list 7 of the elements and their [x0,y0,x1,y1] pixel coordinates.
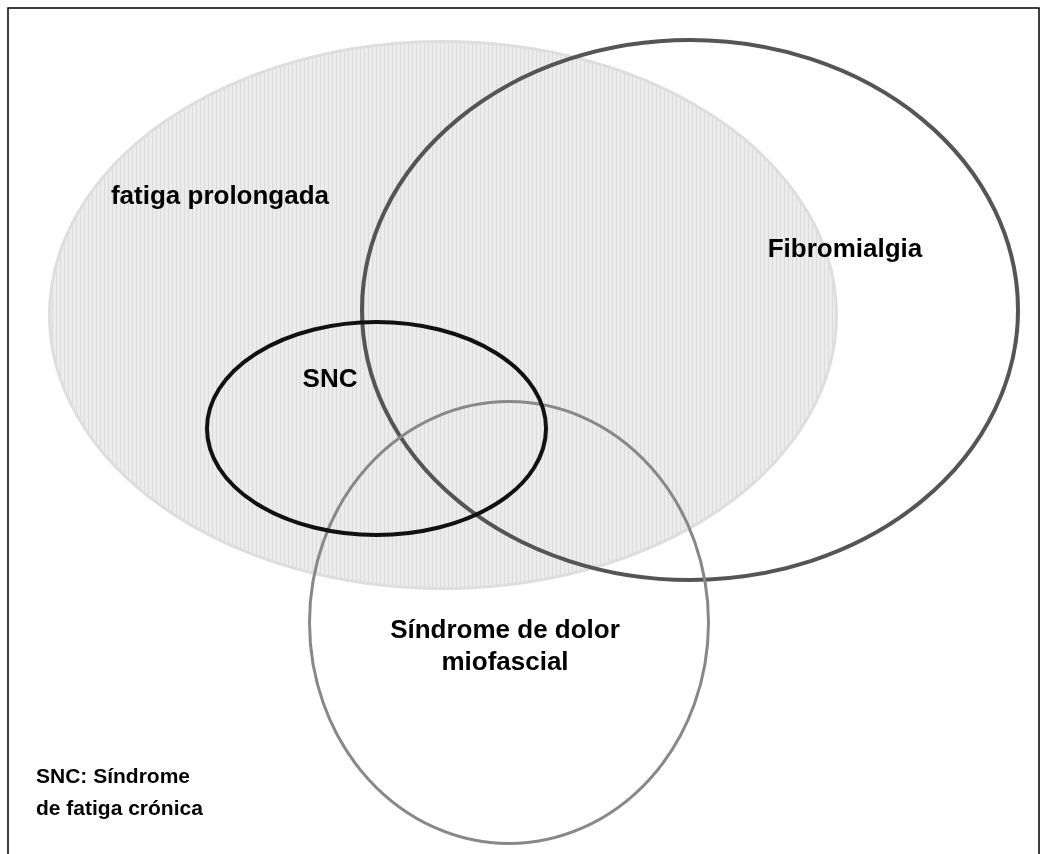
footnote-text: SNC: Síndrome de fatiga crónica [36,763,204,821]
set-label: Fibromialgia [766,231,924,264]
set-label: fatiga prolongada [110,178,330,211]
venn-ellipse [308,400,710,845]
venn-ellipse [360,38,1020,582]
set-label: SNC [301,361,359,394]
set-label: Síndrome de dolor miofascial [389,612,621,678]
